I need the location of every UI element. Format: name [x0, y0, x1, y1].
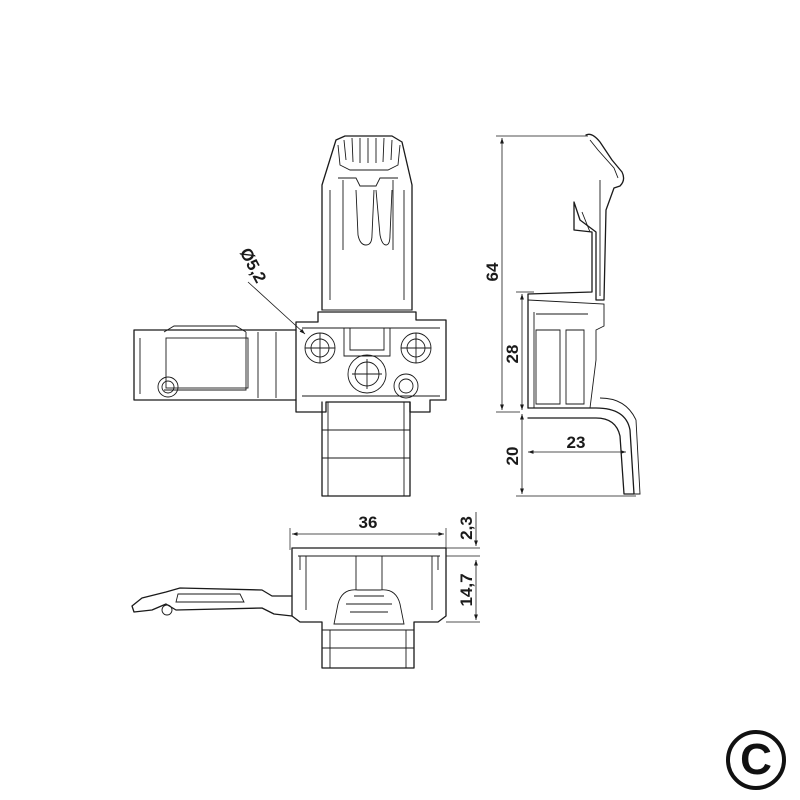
top-view: [131, 547, 447, 669]
dimension-lines: [247, 135, 636, 623]
depth-label: 23: [567, 433, 586, 452]
pin-left: [157, 376, 179, 398]
hole-lower-right: [393, 373, 419, 399]
height-total-label: 64: [483, 262, 502, 281]
diameter-label: Ø5,2: [236, 245, 270, 286]
side-view: [527, 133, 641, 495]
thickness-label: 2,3: [457, 516, 476, 540]
dimension-labels: Ø5,2 64 28 20 23 36 2,3 14,7: [236, 245, 586, 607]
height-upper-label: 28: [503, 345, 522, 364]
height-lower-label: 20: [503, 447, 522, 466]
copyright-symbol: C: [726, 730, 786, 790]
width-label: 36: [359, 513, 378, 532]
body-height-label: 14,7: [457, 573, 476, 606]
front-view: [133, 135, 447, 497]
hole-center: [347, 354, 387, 394]
